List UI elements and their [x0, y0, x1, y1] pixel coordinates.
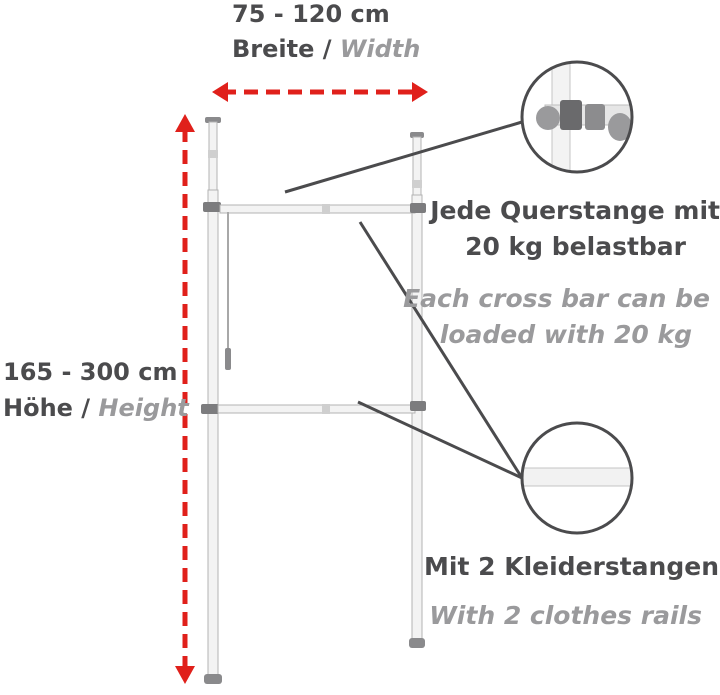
crossbar-note-de-line2: 20 kg belastbar — [465, 232, 686, 261]
rails-note-en: With 2 clothes rails — [429, 601, 702, 630]
lower-cross-bar — [201, 401, 426, 414]
left-pole — [204, 117, 222, 684]
width-label-en: Width — [339, 35, 421, 63]
height-label-en: Height — [98, 394, 189, 422]
height-value: 165 - 300 cm — [3, 358, 178, 386]
rails-note-de: Mit 2 Kleiderstangen — [424, 552, 719, 581]
width-label-sep: / — [314, 35, 340, 63]
height-label-sep: / — [72, 394, 99, 422]
right-pole — [409, 132, 425, 648]
crossbar-note-en-line2: loaded with 20 kg — [439, 320, 692, 349]
upper-cross-bar — [203, 202, 426, 214]
crossbar-note-de-line1: Jede Querstange mit — [430, 196, 720, 225]
width-arrow — [212, 82, 428, 102]
width-label: Breite / Width — [232, 35, 420, 63]
width-label-de: Breite — [232, 35, 315, 63]
height-label-de: Höhe — [3, 394, 73, 422]
height-label: Höhe / Height — [3, 394, 189, 422]
connector-detail-circle — [520, 60, 634, 174]
width-value: 75 - 120 cm — [232, 0, 390, 28]
callout-lines — [284, 120, 524, 480]
crossbar-note-en-line1: Each cross bar can be — [403, 284, 710, 313]
pull-rod — [225, 212, 231, 370]
rail-detail-circle — [520, 421, 634, 535]
height-arrow — [175, 114, 195, 684]
